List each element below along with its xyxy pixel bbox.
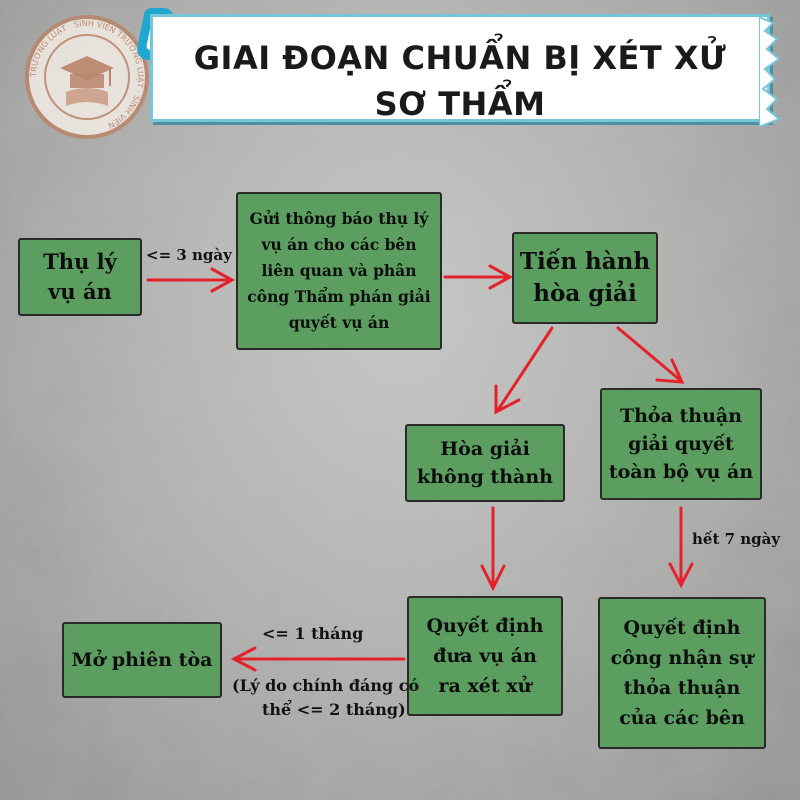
title-line-2: SƠ THẨM	[374, 85, 546, 123]
arrow-gui-thong-bao-to-tien-hanh	[443, 264, 514, 290]
node-tien-hanh-hoa-giai: Tiến hành hòa giải	[512, 232, 658, 324]
title-banner: GIAI ĐOẠN CHUẨN BỊ XÉT XỬ SƠ THẨM	[150, 14, 781, 127]
torn-edge	[759, 17, 781, 127]
node-thoa-thuan: Thỏa thuận giải quyết toàn bộ vụ án	[600, 388, 762, 500]
node-quyet-dinh-dua-vu-an: Quyết định đưa vụ án ra xét xử	[407, 596, 563, 716]
node-gui-thong-bao: Gửi thông báo thụ lý vụ án cho các bên l…	[236, 192, 442, 350]
arrow-hoa-giai-to-quyet-dinh-dua	[480, 506, 506, 592]
arrow-thu-ly-to-gui-thong-bao	[146, 267, 236, 293]
node-hoa-giai-khong-thanh: Hòa giải không thành	[405, 424, 565, 502]
arrow-thoa-thuan-to-quyet-dinh-cong-nhan	[668, 506, 694, 589]
edge-label-het-7-ngay: hết 7 ngày	[692, 530, 781, 548]
school-logo: TRƯỜNG LUẬT · SINH VIÊN TRƯỜNG LUẬT · SI…	[25, 15, 149, 139]
node-quyet-dinh-cong-nhan: Quyết định công nhận sự thỏa thuận của c…	[598, 597, 766, 749]
node-mo-phien-toa: Mở phiên tòa	[62, 622, 222, 698]
arrow-tien-hanh-to-thoa-thuan	[616, 326, 685, 384]
title-line-1: GIAI ĐOẠN CHUẨN BỊ XÉT XỬ	[193, 39, 727, 77]
arrow-quyet-dinh-dua-to-mo-phien-toa	[230, 646, 406, 672]
edge-label-ly-do-line-1: (Lý do chính đáng có	[232, 676, 420, 695]
edge-label-le-3-ngay: <= 3 ngày	[146, 246, 232, 264]
arrow-tien-hanh-to-hoa-giai-khong-thanh	[494, 326, 554, 415]
edge-label-le-1-thang: <= 1 tháng	[262, 624, 364, 643]
edge-label-ly-do-line-2: thể <= 2 tháng)	[262, 700, 406, 719]
node-thu-ly: Thụ lý vụ án	[18, 238, 142, 316]
